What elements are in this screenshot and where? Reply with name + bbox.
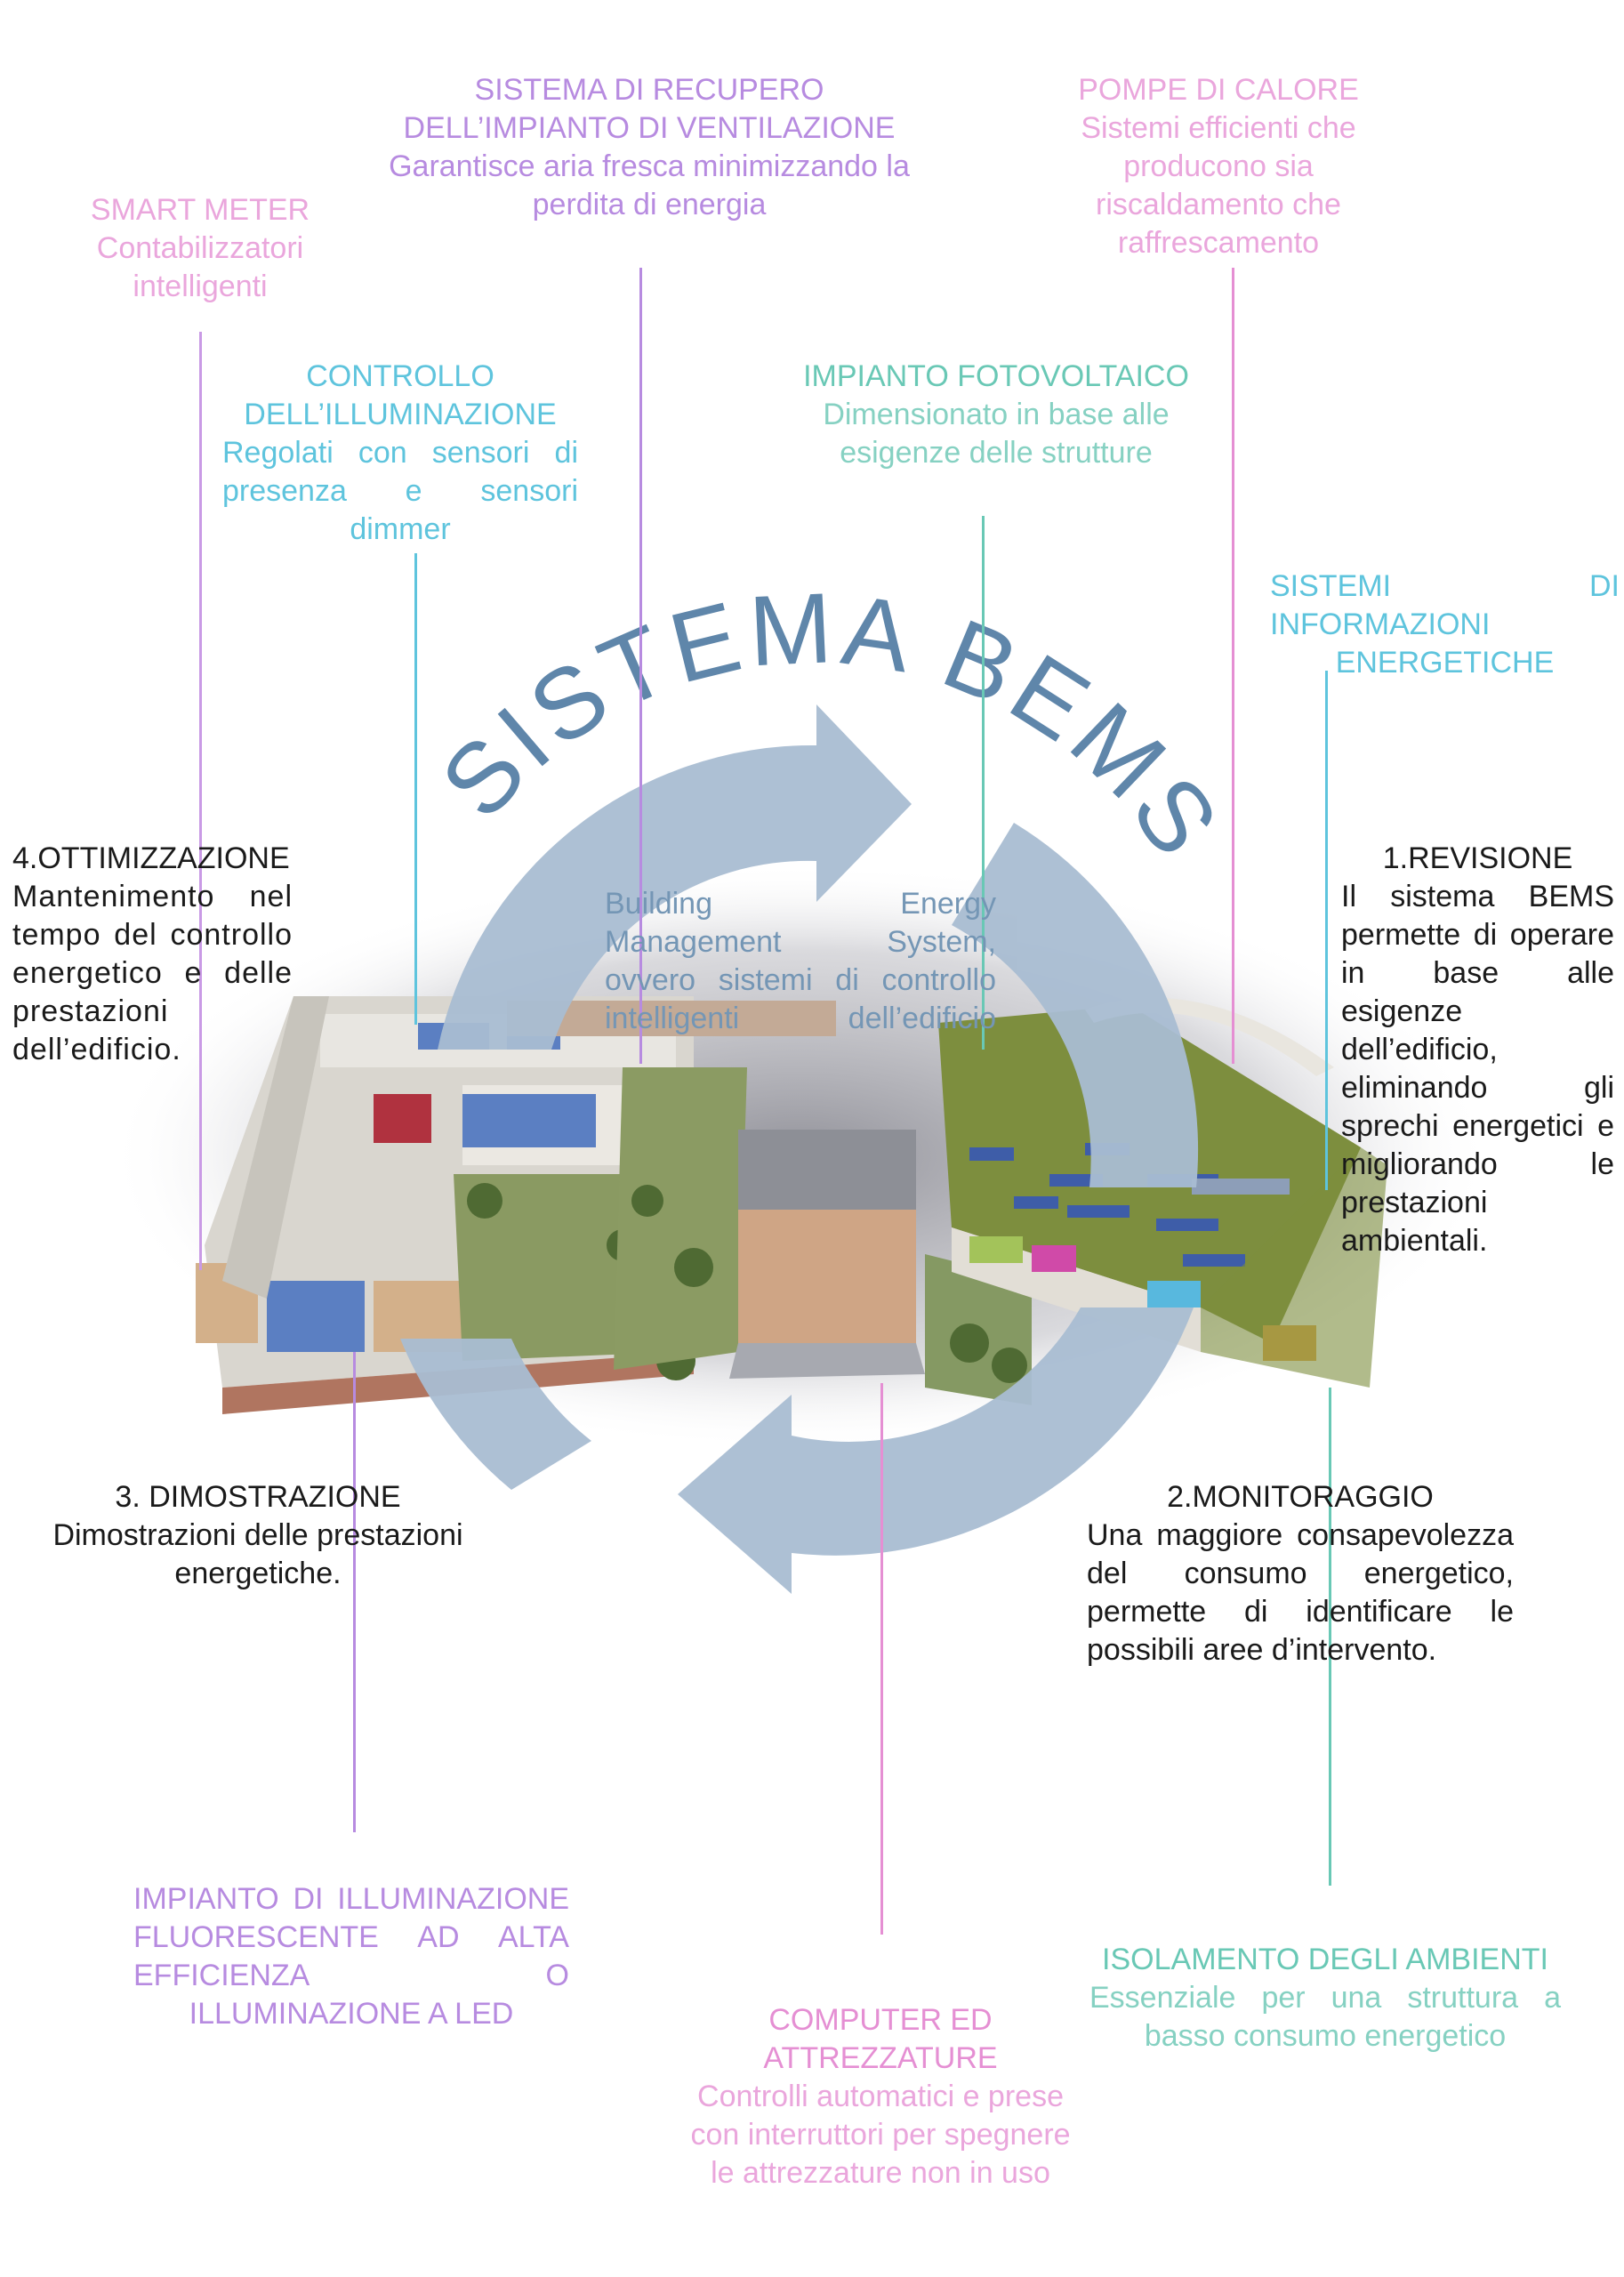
feature-recupero-body: Garantisce aria fresca minimizzando la p… — [389, 149, 910, 221]
phase-dimostrazione: 3. DIMOSTRAZIONE Dimostrazioni delle pre… — [27, 1478, 489, 1593]
feature-illuminazione-body: Regolati con sensori di presenza e senso… — [222, 436, 578, 546]
leader-informazioni — [1325, 671, 1328, 1190]
leader-smart-meter — [199, 332, 202, 1270]
leader-fotovoltaico — [982, 516, 985, 1050]
feature-recupero-heading: SISTEMA DI RECUPERO DELL’IMPIANTO DI VEN… — [403, 73, 896, 145]
feature-smart-meter-heading: SMART METER — [90, 193, 310, 227]
feature-pompe-heading: POMPE DI CALORE — [1078, 73, 1359, 107]
phase-monitoraggio: 2.MONITORAGGIO Una maggiore consapevolez… — [1087, 1478, 1514, 1670]
leader-pompe — [1232, 268, 1234, 1064]
feature-computer: COMPUTER ED ATTREZZATURE Controlli autom… — [685, 2001, 1076, 2193]
cycle-arrow-right — [952, 823, 1199, 1187]
leader-fluorescente — [353, 1352, 356, 1832]
feature-recupero: SISTEMA DI RECUPERO DELL’IMPIANTO DI VEN… — [356, 71, 943, 224]
phase-ottimizzazione-body: Mantenimento nel tempo del controllo ene… — [12, 880, 293, 1066]
feature-pompe-body: Sistemi efficienti che producono sia ris… — [1081, 111, 1356, 260]
cycle-arrow-bottom — [678, 1307, 1194, 1594]
leader-computer — [880, 1383, 883, 1935]
feature-informazioni: SISTEMI DI INFORMAZIONI ENERGETICHE — [1270, 567, 1620, 682]
center-description: Building Energy Management System, ovver… — [605, 887, 996, 1035]
feature-smart-meter-body: Contabilizzatori intelligenti — [96, 231, 304, 303]
phase-monitoraggio-body: Una maggiore consapevolezza del consumo … — [1087, 1518, 1514, 1667]
feature-fotovoltaico-body: Dimensionato in base alle esigenze delle… — [823, 398, 1170, 470]
phase-revisione-heading: 1.REVISIONE — [1382, 841, 1573, 875]
feature-computer-heading: COMPUTER ED ATTREZZATURE — [763, 2003, 998, 2075]
feature-illuminazione: CONTROLLO DELL’ILLUMINAZIONE Regolati co… — [222, 358, 578, 549]
phase-ottimizzazione: 4.OTTIMIZZAZIONE Mantenimento nel tempo … — [12, 840, 293, 1069]
feature-smart-meter: SMART METER Contabilizzatori intelligent… — [71, 191, 329, 306]
feature-fluorescente: IMPIANTO DI ILLUMINAZIONE FLUORESCENTE A… — [133, 1880, 569, 2033]
feature-illuminazione-heading: CONTROLLO DELL’ILLUMINAZIONE — [244, 359, 557, 431]
feature-informazioni-heading: SISTEMI DI INFORMAZIONI ENERGETICHE — [1270, 569, 1620, 680]
feature-isolamento-heading: ISOLAMENTO DEGLI AMBIENTI — [1102, 1943, 1548, 1976]
leader-recupero — [639, 268, 642, 1064]
phase-revisione: 1.REVISIONE Il sistema BEMS permette di … — [1341, 840, 1614, 1260]
phase-dimostrazione-heading: 3. DIMOSTRAZIONE — [115, 1480, 401, 1514]
cycle-arrow-left — [400, 1339, 591, 1490]
feature-isolamento: ISOLAMENTO DEGLI AMBIENTI Essenziale per… — [1089, 1941, 1561, 2056]
phase-ottimizzazione-heading: 4.OTTIMIZZAZIONE — [12, 841, 290, 875]
phase-dimostrazione-body: Dimostrazioni delle prestazioni energeti… — [52, 1518, 463, 1590]
leader-illuminazione — [414, 553, 417, 1025]
phase-revisione-body: Il sistema BEMS permette di operare in b… — [1341, 880, 1614, 1258]
cycle-arrow-top — [438, 704, 912, 1050]
feature-fluorescente-heading: IMPIANTO DI ILLUMINAZIONE FLUORESCENTE A… — [133, 1882, 569, 2031]
phase-monitoraggio-heading: 2.MONITORAGGIO — [1167, 1480, 1434, 1514]
feature-pompe: POMPE DI CALORE Sistemi efficienti che p… — [1032, 71, 1405, 262]
feature-fotovoltaico: IMPIANTO FOTOVOLTAICO Dimensionato in ba… — [783, 358, 1210, 472]
leader-isolamento — [1329, 1388, 1331, 1886]
feature-computer-body: Controlli automatici e prese con interru… — [690, 2080, 1071, 2190]
feature-isolamento-body: Essenziale per una struttura a basso con… — [1089, 1981, 1561, 2053]
feature-fotovoltaico-heading: IMPIANTO FOTOVOLTAICO — [803, 359, 1189, 393]
